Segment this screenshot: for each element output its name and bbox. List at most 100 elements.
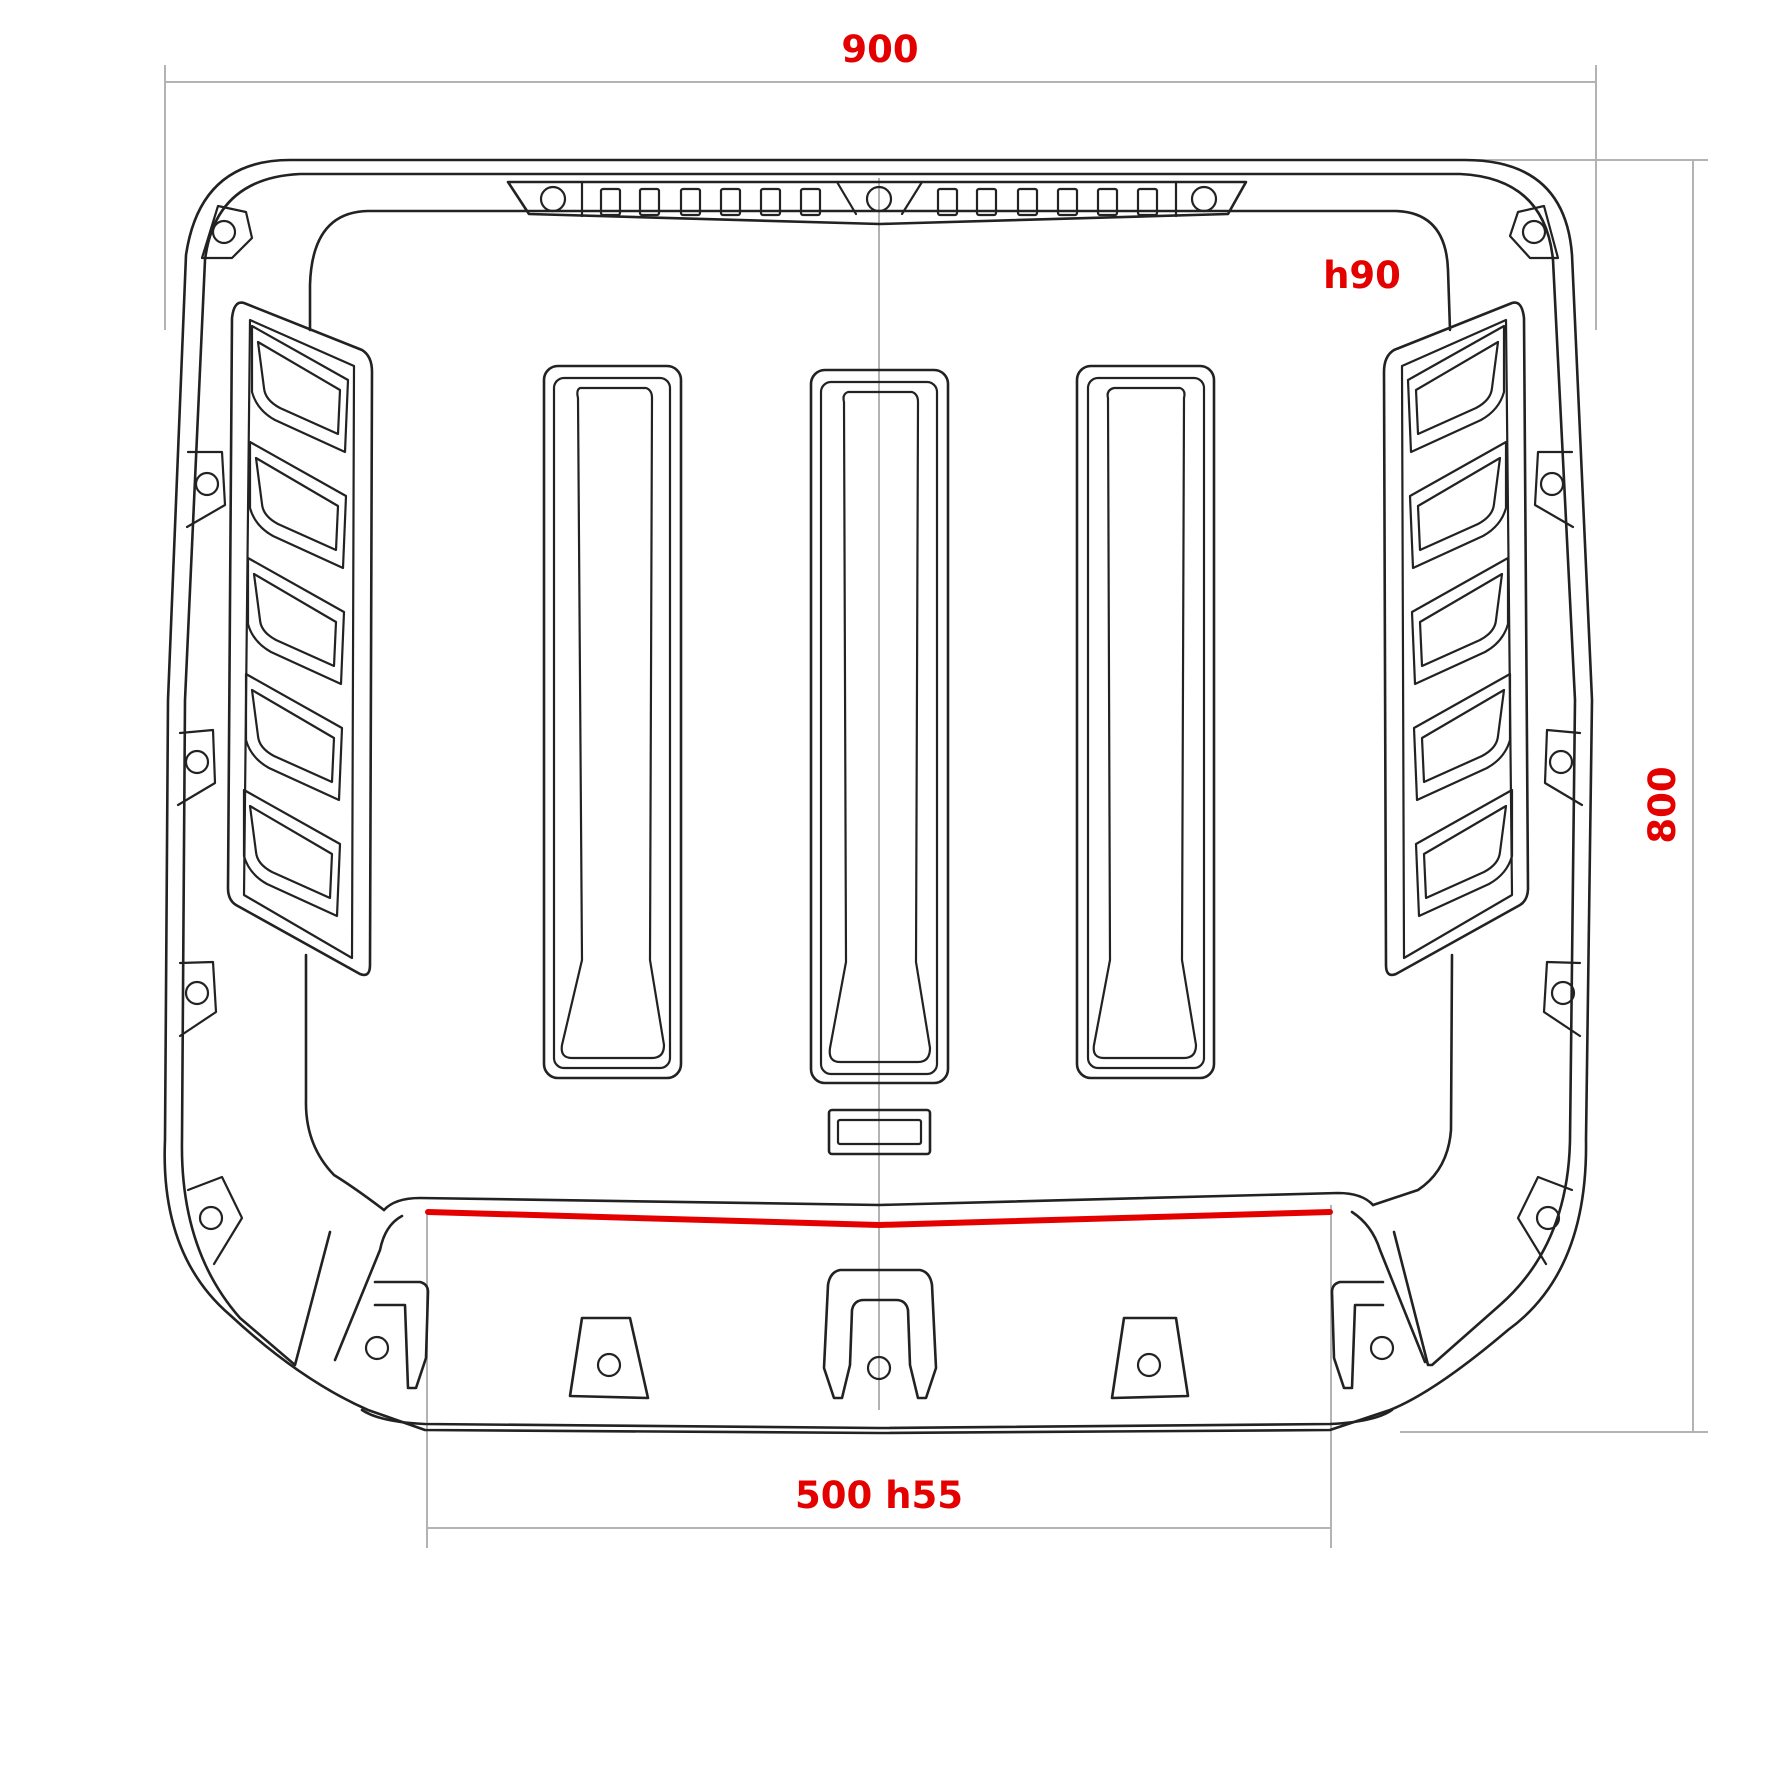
- top-slot: [799, 187, 822, 217]
- louver-vent-inner: [1414, 340, 1500, 436]
- louver-vent-inner: [1418, 572, 1504, 668]
- louver-vent: [250, 324, 350, 454]
- mount-hole: [1535, 1205, 1561, 1231]
- lip-mount-hole: [1136, 1352, 1162, 1378]
- lip-mount-hole: [1369, 1335, 1395, 1361]
- louver-vent: [1414, 788, 1514, 918]
- mount-tab: [186, 1175, 244, 1266]
- mount-hole: [184, 980, 210, 1006]
- louver-vent: [1408, 440, 1508, 570]
- mount-hole: [1521, 219, 1547, 245]
- right-intake-channel: [1075, 364, 1216, 1080]
- mount-hole: [1548, 749, 1574, 775]
- mount-hole: [1550, 980, 1576, 1006]
- louver-vent-inner: [248, 804, 334, 900]
- louver-vent-inner: [252, 572, 338, 668]
- top-slot: [1056, 187, 1079, 217]
- lip-center-bracket: [822, 1268, 938, 1400]
- channel-ramp: [560, 386, 666, 1060]
- top-slot: [679, 187, 702, 217]
- top-slot: [599, 187, 622, 217]
- top-slot: [719, 187, 742, 217]
- mount-tab: [1508, 204, 1560, 260]
- badge-slot-outer: [827, 1108, 932, 1156]
- left-louver-panel: [226, 301, 374, 977]
- front-lip-inner-line: [333, 1210, 1427, 1364]
- louver-vent-inner: [1420, 688, 1506, 784]
- louver-vent: [1406, 324, 1506, 454]
- mount-hole: [198, 1205, 224, 1231]
- top-slot: [1136, 187, 1159, 217]
- lip-corner-bracket: [1330, 1280, 1385, 1390]
- louver-frame: [1382, 301, 1530, 977]
- inner-rim: [180, 172, 1577, 1367]
- channel-inner: [552, 376, 672, 1070]
- outer-edge: [163, 158, 1594, 1435]
- louver-vent-inner: [256, 340, 342, 436]
- channel-inner: [819, 380, 939, 1076]
- lip-mount-hole: [866, 1355, 892, 1381]
- left-intake-channel: [542, 364, 683, 1080]
- top-slot: [936, 187, 959, 217]
- depth-label: h90: [1323, 254, 1401, 297]
- badge-slot-inner: [836, 1118, 923, 1146]
- mount-tab: [1542, 960, 1582, 1038]
- lip-corner-bracket: [373, 1280, 430, 1390]
- lip-mount-block: [568, 1316, 650, 1400]
- channel-inner: [1086, 376, 1206, 1070]
- top-mount-hole: [865, 185, 893, 213]
- louver-vent-inner: [1416, 456, 1502, 552]
- lip-mount-hole: [596, 1352, 622, 1378]
- channel-outer: [542, 364, 683, 1080]
- channel-outer: [809, 368, 950, 1085]
- top-slot: [759, 187, 782, 217]
- mount-hole: [184, 749, 210, 775]
- top-slot: [975, 187, 998, 217]
- front-lip-brackets: [364, 1268, 1395, 1400]
- louver-vent: [1410, 556, 1510, 686]
- channel-ramp: [828, 390, 932, 1064]
- top-slot: [1096, 187, 1119, 217]
- front-lip-top-edge: [382, 1191, 1375, 1212]
- top-bezel-divider: [580, 180, 1178, 218]
- top-slot-row: [506, 180, 1248, 226]
- top-slot: [1016, 187, 1039, 217]
- louver-vent-inner: [250, 688, 336, 784]
- louver-vent: [246, 556, 346, 686]
- top-slot: [638, 187, 661, 217]
- lip-label: 500 h55: [795, 1474, 963, 1517]
- lip-mount-hole: [364, 1335, 390, 1361]
- louver-vent-inner: [254, 456, 340, 552]
- mount-hole: [211, 219, 237, 245]
- channel-ramp: [1092, 386, 1198, 1060]
- mount-tab: [200, 204, 254, 260]
- top-mount-hole: [1190, 185, 1218, 213]
- width-label: 900: [841, 28, 918, 71]
- mount-hole: [194, 471, 220, 497]
- mount-hole: [1539, 471, 1565, 497]
- mounting-tabs: [176, 204, 1584, 1266]
- front-lip-bottom-edge: [360, 1408, 1394, 1430]
- louver-vent-inner: [1422, 804, 1508, 900]
- top-mount-hole: [539, 185, 567, 213]
- mount-tab: [1516, 1175, 1574, 1266]
- louver-frame: [226, 301, 374, 977]
- mount-tab: [1543, 728, 1584, 807]
- lip-mount-block: [1110, 1316, 1190, 1400]
- louver-vent: [244, 672, 344, 802]
- mount-tab: [178, 960, 218, 1038]
- louver-vent: [242, 788, 342, 918]
- front-lip-highlight: [425, 1209, 1333, 1229]
- mount-tab: [176, 728, 217, 807]
- mount-tab: [1533, 450, 1575, 529]
- height-label: 800: [1641, 766, 1684, 843]
- louver-vent: [248, 440, 348, 570]
- center-intake-channel: [809, 368, 950, 1085]
- badge-slot: [827, 1108, 932, 1156]
- mount-tab: [185, 450, 227, 529]
- channel-outer: [1075, 364, 1216, 1080]
- louver-vent: [1412, 672, 1512, 802]
- right-louver-panel: [1382, 301, 1530, 977]
- top-bezel: [506, 180, 1248, 226]
